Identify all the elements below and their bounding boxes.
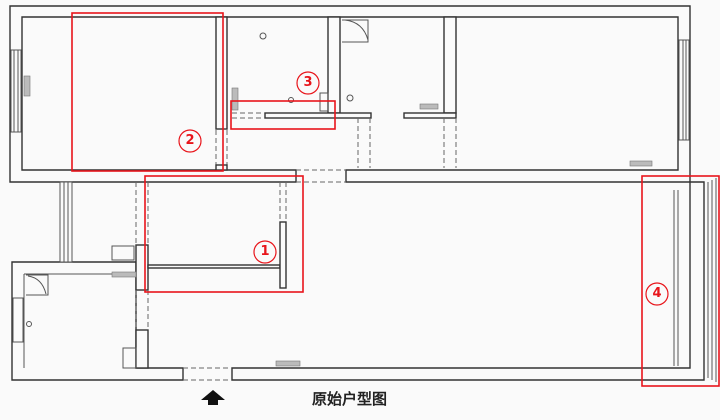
upper-walls: [9, 5, 691, 183]
highlight-area-1: [144, 175, 304, 293]
marker-4: 4: [652, 286, 662, 301]
radiator-icon: [23, 75, 653, 367]
plan-caption: 原始户型图: [312, 390, 388, 408]
marker-3: 3: [303, 75, 313, 90]
lower-walls: [11, 178, 717, 382]
entrance-arrow-icon: [201, 390, 225, 405]
interior-walls: [215, 16, 457, 171]
highlight-area-2: [71, 12, 224, 172]
highlight-area-3: [230, 100, 336, 130]
marker-1: 1: [260, 244, 270, 259]
marker-2: 2: [185, 133, 195, 148]
highlight-area-4: [641, 175, 720, 387]
